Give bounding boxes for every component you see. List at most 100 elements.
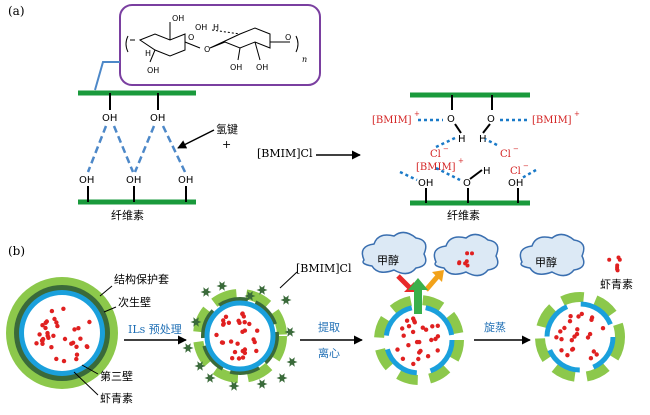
astaxanthin-dots-cell4 — [554, 311, 606, 361]
astaxanthin-dot — [61, 306, 66, 311]
astaxanthin-dot — [72, 327, 77, 332]
step2-label-centrifuge: 离心 — [318, 346, 340, 360]
astaxanthin-dot — [435, 323, 440, 328]
oh-lower-3: OH — [178, 175, 193, 186]
astaxanthin-dot — [406, 343, 411, 348]
astaxanthin-dot — [585, 335, 591, 340]
structure-oh-top1: OH — [172, 14, 184, 23]
callout-line — [94, 61, 120, 91]
astaxanthin-dots-cell2 — [214, 311, 260, 361]
product-label: 虾青素 — [600, 278, 633, 291]
cloud1-label: 甲醇 — [377, 253, 399, 267]
o-top-2: O — [487, 114, 495, 125]
astaxanthin-dot — [406, 324, 412, 329]
astaxanthin-dot — [457, 261, 462, 266]
intact-cell — [6, 277, 118, 389]
astaxanthin-dot — [395, 347, 400, 352]
panel-b-label: (b) — [8, 244, 25, 258]
panel-a-label: (a) — [8, 4, 25, 18]
astaxanthin-dot — [465, 251, 470, 256]
astaxanthin-dot — [425, 354, 431, 359]
structure-oh-mid2: OH — [230, 63, 242, 72]
astaxanthin-dot — [554, 335, 559, 340]
structure-oh-mid1: OH — [147, 66, 159, 75]
astaxanthin-dot — [242, 328, 248, 333]
cloud2-label: 甲醇 — [535, 255, 557, 269]
ionic-liquid-star — [276, 373, 288, 383]
right-cellulose-diagram: [BMIM] + [BMIM] + [BMIM] + O O H H Cl − … — [372, 92, 580, 222]
structure-o-link1: O — [204, 45, 210, 54]
extraction-cell — [374, 295, 464, 385]
bmim-left: [BMIM] — [372, 115, 412, 126]
astaxanthin-dot — [52, 316, 57, 322]
astaxanthin-dot — [558, 329, 563, 334]
oh-bottom-1: OH — [418, 178, 433, 189]
bmim-middle-charge: + — [458, 157, 464, 165]
astaxanthin-dot — [423, 327, 429, 332]
astaxanthin-dot — [240, 348, 245, 354]
ionic-liquid-star — [244, 291, 256, 301]
astaxanthin-dot — [589, 315, 595, 320]
astaxanthin-dot — [559, 348, 564, 353]
left-cellulose-caption: 纤维素 — [111, 209, 144, 222]
astaxanthin-dot — [237, 320, 242, 325]
ionic-liquid-star — [190, 317, 202, 327]
astaxanthin-dots-cell1 — [34, 306, 92, 364]
astaxanthin-dot — [607, 257, 612, 262]
astaxanthin-dot — [78, 336, 83, 341]
oh-bottom-3: OH — [508, 178, 523, 189]
ionic-liquid-star — [228, 381, 240, 391]
astaxanthin-dot — [410, 329, 416, 335]
structure-oh-top2: OH — [195, 23, 207, 32]
ionic-liquid-star — [280, 295, 292, 305]
astaxanthin-dot — [232, 349, 238, 355]
astaxanthin-dot — [235, 341, 240, 346]
astaxanthin-dots-cloud — [457, 251, 474, 268]
ionic-liquid-star — [182, 343, 194, 353]
astaxanthin-dot — [55, 323, 60, 329]
astaxanthin-dot — [416, 356, 421, 362]
chloride-3: Cl — [510, 166, 521, 177]
astaxanthin-dot — [433, 336, 438, 342]
astaxanthin-dot — [40, 323, 45, 328]
structure-h-left: H — [145, 49, 151, 58]
step3-label: 旋蒸 — [484, 320, 506, 334]
label-astaxanthin: 虾青素 — [100, 392, 133, 405]
methanol-in-arrow — [396, 274, 412, 290]
astaxanthin-dot — [559, 337, 564, 342]
astaxanthin-dot — [588, 356, 594, 361]
right-cellulose-caption: 纤维素 — [447, 209, 480, 222]
h-top-1: H — [458, 134, 466, 145]
astaxanthin-dot — [43, 325, 48, 331]
cellulose-structure-inset: OH OH O O O H H OH OH OH n — [94, 4, 321, 91]
bmim-right-charge: + — [574, 110, 580, 118]
astaxanthin-dot — [463, 261, 468, 266]
chloride-1-charge: − — [443, 145, 449, 153]
astaxanthin-dot — [430, 324, 435, 329]
hydrogen-bonds — [86, 125, 187, 173]
astaxanthin-dot — [49, 308, 55, 314]
chloride-3-charge: − — [523, 162, 529, 170]
astaxanthin-dot — [435, 348, 440, 353]
astaxanthin-dot — [236, 356, 242, 361]
bmim-middle: [BMIM] — [416, 162, 456, 173]
astaxanthin-dot — [240, 355, 246, 360]
structure-o-ring2: O — [285, 33, 291, 42]
astaxanthin-dot — [591, 349, 596, 354]
astaxanthin-dot — [254, 348, 259, 354]
centrifuge-arrowhead — [408, 278, 428, 290]
structure-n-subscript: n — [302, 55, 307, 64]
label-protective-layer: 结构保护套 — [114, 272, 169, 286]
chloride-1: Cl — [430, 149, 441, 160]
astaxanthin-dot — [69, 341, 74, 346]
astaxanthin-dot — [414, 339, 420, 345]
astaxanthin-dot — [412, 320, 417, 325]
astaxanthin-dot — [76, 326, 81, 331]
astaxanthin-dot — [400, 356, 406, 361]
astaxanthin-dot — [252, 339, 257, 345]
hbond-pointer-arrow — [177, 129, 215, 149]
structure-h-bond: H — [213, 23, 219, 32]
cell-interior — [24, 295, 100, 371]
astaxanthin-dot — [400, 326, 405, 331]
